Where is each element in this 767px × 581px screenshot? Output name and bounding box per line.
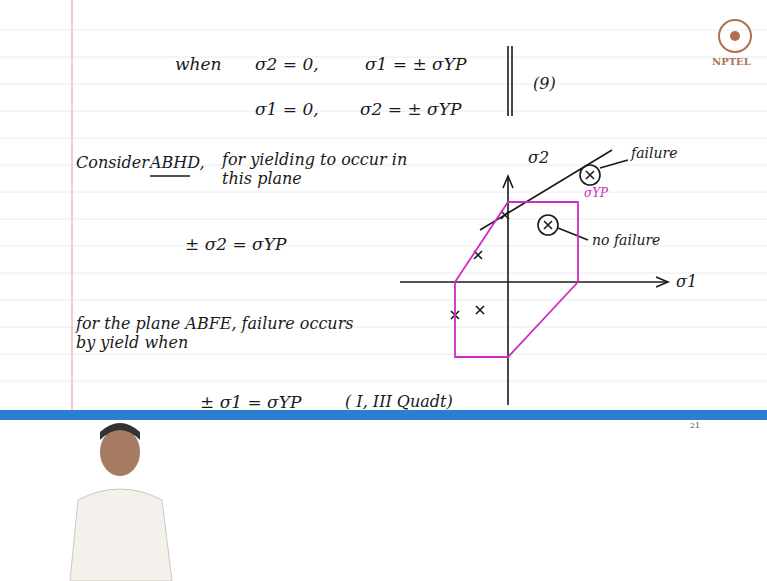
handwritten-note: for the plane ABFE, failure occurs by yi… bbox=[76, 314, 376, 352]
logo-text: NPTEL bbox=[712, 56, 751, 68]
margin-line bbox=[71, 0, 72, 410]
plane-name: ABHD, bbox=[150, 153, 205, 172]
equation: σ2 = 0, bbox=[255, 54, 319, 74]
handwritten-note: Consider bbox=[76, 153, 149, 172]
axis-label: σ2 bbox=[528, 148, 549, 167]
equation: ± σ1 = σYP bbox=[200, 392, 301, 412]
equation: σ2 = ± σYP bbox=[360, 99, 461, 119]
callout-label: failure bbox=[631, 145, 677, 162]
equation: σ1 = 0, bbox=[255, 99, 319, 119]
handwritten-note: ( I, III Quadt) bbox=[345, 392, 453, 411]
handwritten-note: when bbox=[175, 54, 222, 74]
equation-number: (9) bbox=[533, 74, 556, 93]
sketch bbox=[150, 46, 668, 405]
axis-label: σ1 bbox=[676, 272, 697, 291]
ruled-lines bbox=[0, 30, 767, 381]
presenter bbox=[70, 423, 172, 581]
limit-label: σYP bbox=[584, 186, 608, 200]
equation: ± σ2 = σYP bbox=[185, 234, 286, 254]
callout-label: no failure bbox=[592, 232, 660, 249]
page-bar bbox=[0, 410, 767, 420]
page-number: 21 bbox=[690, 421, 700, 431]
handwritten-note: for yielding to occur in this plane bbox=[222, 150, 412, 188]
nptel-logo bbox=[719, 20, 751, 52]
yield-hexagon bbox=[455, 202, 578, 357]
equation: σ1 = ± σYP bbox=[365, 54, 466, 74]
